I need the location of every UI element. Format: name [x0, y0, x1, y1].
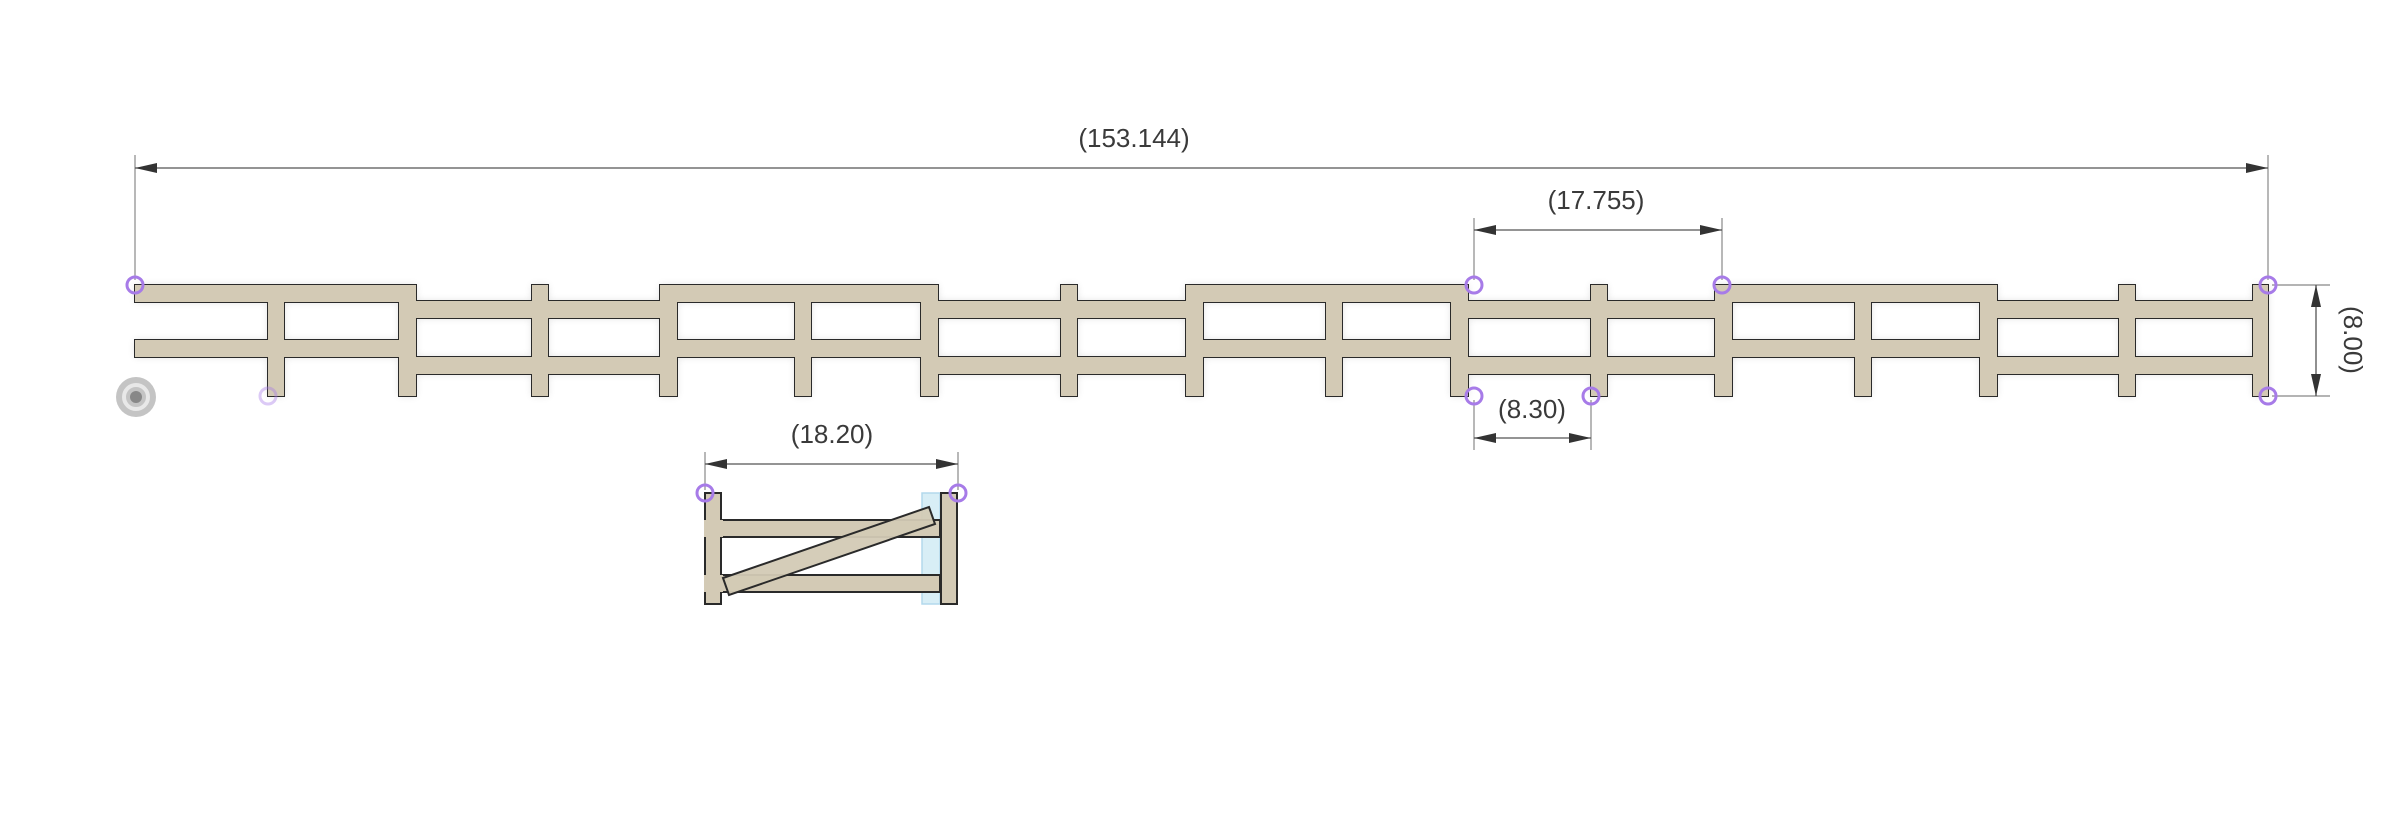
fence-post[interactable] [1326, 285, 1342, 396]
dimension-section-spacing[interactable]: (17.755) [1473, 185, 1723, 280]
fence-post[interactable] [1186, 285, 1203, 396]
fence-post[interactable] [2119, 285, 2135, 396]
snap-point[interactable] [1581, 386, 1601, 406]
fence-post[interactable] [660, 285, 677, 396]
snap-point[interactable] [125, 275, 145, 295]
origin-gizmo-icon[interactable] [116, 377, 156, 417]
gate-width-label: (18.20) [791, 419, 873, 449]
post-spacing-label: (8.30) [1498, 394, 1566, 424]
gate[interactable] [704, 492, 958, 605]
snap-points[interactable] [125, 275, 2278, 503]
snap-point[interactable] [2258, 275, 2278, 295]
fence-post[interactable] [1061, 285, 1077, 396]
fence-post[interactable] [795, 285, 811, 396]
snap-point[interactable] [1464, 386, 1484, 406]
fence-post[interactable] [1980, 285, 1997, 396]
fence-post[interactable] [1451, 285, 1468, 396]
fence-post[interactable] [1591, 285, 1607, 396]
fence-post[interactable] [2253, 285, 2268, 396]
snap-point[interactable] [695, 483, 715, 503]
overall-length-label: (153.144) [1078, 123, 1189, 153]
snap-point[interactable] [2258, 386, 2278, 406]
section-spacing-label: (17.755) [1548, 185, 1645, 215]
dimension-overall-length[interactable]: (153.144) [134, 123, 2269, 280]
snap-point[interactable] [1464, 275, 1484, 295]
fence-post[interactable] [268, 285, 284, 396]
fence-post[interactable] [532, 285, 548, 396]
snap-point[interactable] [1712, 275, 1732, 295]
fence-post[interactable] [1715, 285, 1732, 396]
snap-point[interactable] [948, 483, 968, 503]
gate-diagonal-brace[interactable] [721, 505, 937, 597]
dimension-post-spacing[interactable]: (8.30) [1473, 394, 1592, 450]
fence-post[interactable] [399, 285, 416, 396]
snap-point[interactable] [258, 386, 278, 406]
dimension-height[interactable]: (8.00) [2272, 284, 2368, 397]
fence-post[interactable] [921, 285, 938, 396]
fence-body[interactable] [135, 285, 2268, 396]
dimension-gate-width[interactable]: (18.20) [704, 419, 959, 490]
fence-post[interactable] [1855, 285, 1871, 396]
height-label: (8.00) [2338, 306, 2368, 374]
